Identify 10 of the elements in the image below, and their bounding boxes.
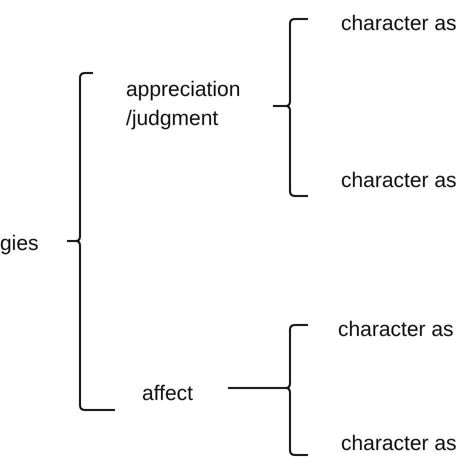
bracket-connector: [273, 105, 308, 197]
category-label: character as: [341, 430, 458, 456]
category-label: appreciation /judgment: [126, 77, 242, 132]
category-label: character as: [341, 10, 458, 36]
category-label: character as: [341, 168, 458, 194]
bracket-connector: [67, 240, 115, 411]
category-label: affect: [142, 380, 194, 406]
category-label: character as: [338, 316, 455, 342]
category-label: gies: [0, 230, 40, 256]
bracket-connector: [228, 387, 308, 456]
